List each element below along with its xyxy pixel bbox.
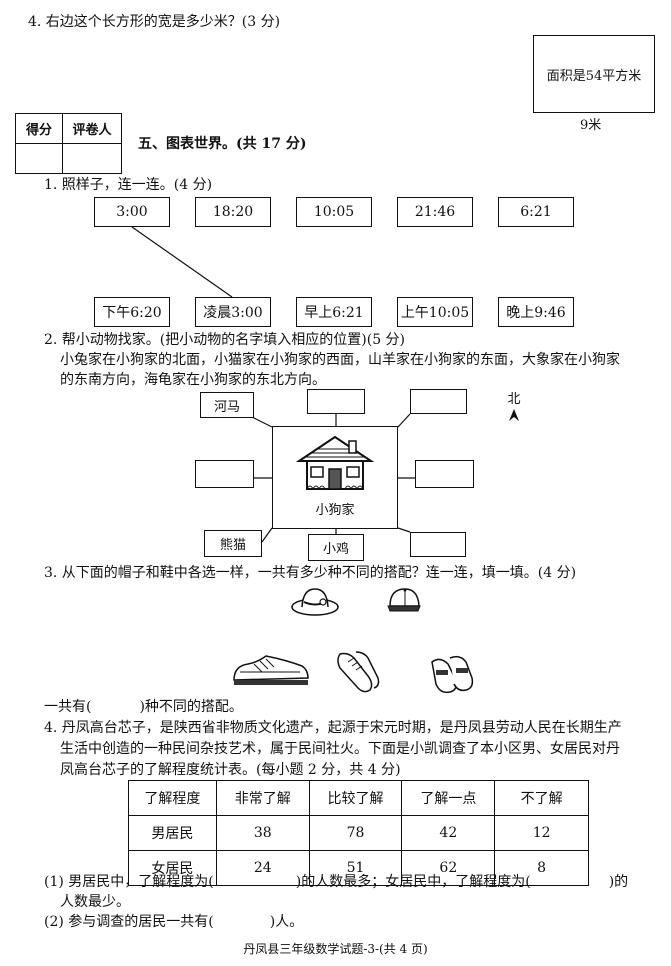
- grader-cell[interactable]: [62, 143, 122, 174]
- table-cell: 女居民: [128, 850, 217, 886]
- q3-answer-prefix: 一共有(: [44, 699, 92, 715]
- survey-table: 了解程度 非常了解 比较了解 了解一点 不了解 男居民 38 78 42 12 …: [128, 780, 589, 886]
- q4-text-line3: 凤高台芯子的了解程度统计表。(每小题 2 分，共 4 分): [60, 762, 401, 778]
- q3-question: 3. 从下面的帽子和鞋中各选一样，一共有多少种不同的搭配？连一连，填一填。(4 …: [44, 565, 577, 581]
- rectangle-figure: 面积是54平方米: [533, 35, 655, 113]
- shoes-pair-3-icon: [431, 655, 474, 694]
- home-se-blank[interactable]: [410, 532, 466, 557]
- q2-question: 2. 帮小动物找家。(把小动物的名字填入相应的位置)(5 分): [44, 332, 406, 348]
- q4-sub2-prefix: (2) 参与调查的居民一共有(: [44, 914, 214, 930]
- rectangle-area-label: 面积是54平方米: [546, 68, 642, 84]
- cap-icon: [387, 588, 421, 612]
- center-label: 小狗家: [315, 503, 355, 518]
- q1-example-line: [131, 226, 233, 298]
- time-box-4: 21:46: [397, 197, 473, 227]
- table-cell: 12: [494, 815, 589, 851]
- table-cell: 62: [401, 850, 496, 886]
- time-value: 6:21: [520, 204, 552, 220]
- time-label: 早上6:21: [304, 305, 364, 321]
- north-label: 北: [507, 392, 521, 407]
- q3-answer-line: 一共有( )种不同的搭配。: [44, 697, 243, 717]
- time-value: 18:20: [212, 204, 254, 220]
- score-table: 得分 评卷人: [15, 113, 122, 174]
- time-label: 凌晨3:00: [203, 305, 263, 321]
- home-ne-blank[interactable]: [410, 389, 467, 414]
- animal-name: 熊猫: [219, 538, 246, 553]
- time-box-1: 3:00: [94, 197, 170, 227]
- table-header-row: 了解程度 非常了解 比较了解 了解一点 不了解: [128, 780, 589, 816]
- q4-top-question: 4. 右边这个长方形的宽是多少米？(3 分): [28, 14, 281, 30]
- dog-home-center: 小狗家: [272, 426, 398, 529]
- home-nw: 河马: [200, 392, 254, 418]
- north-indicator: 北: [504, 388, 524, 426]
- table-header: 了解程度: [128, 780, 217, 816]
- q4-sub2-line: (2) 参与调查的居民一共有( )人。: [44, 912, 303, 932]
- time-box-2: 18:20: [195, 197, 271, 227]
- animal-name: 小鸡: [322, 542, 349, 557]
- table-cell: 78: [308, 815, 403, 851]
- q2-text-line1: 小兔家在小狗家的北面，小猫家在小狗家的西面，山羊家在小狗家的东面，大象家在小狗家: [60, 352, 620, 368]
- table-cell: 8: [494, 850, 589, 886]
- direction-connectors: [251, 413, 415, 543]
- shoes-pair-1-icon: [233, 655, 309, 685]
- table-cell: 51: [308, 850, 403, 886]
- house-icon: [295, 435, 375, 491]
- shoes-pair-2-icon: [337, 651, 380, 693]
- label-box-4: 上午10:05: [397, 297, 473, 327]
- home-s: 小鸡: [308, 534, 364, 561]
- north-arrow-icon: [509, 409, 519, 421]
- time-label: 下午6:20: [102, 305, 162, 321]
- q4-sub1-line1: (1) 男居民中，了解程度为( )的人数最多；女居民中，了解程度为( )的: [44, 872, 628, 892]
- animal-name: 河马: [213, 399, 240, 415]
- q4-sub1-prefix: (1) 男居民中，了解程度为(: [44, 874, 214, 890]
- label-box-1: 下午6:20: [94, 297, 170, 327]
- grader-header: 评卷人: [62, 113, 122, 144]
- sun-hat-icon: [291, 588, 339, 616]
- table-header: 不了解: [494, 780, 589, 816]
- table-cell: 24: [215, 850, 310, 886]
- q2-text-line2: 的东南方向，海龟家在小狗家的东北方向。: [60, 372, 326, 388]
- table-cell: 38: [215, 815, 310, 851]
- home-e-blank[interactable]: [415, 460, 474, 488]
- home-n-blank[interactable]: [307, 389, 365, 414]
- label-box-2: 凌晨3:00: [195, 297, 271, 327]
- home-sw: 熊猫: [204, 530, 262, 557]
- q3-answer-suffix: )种不同的搭配。: [139, 699, 243, 715]
- time-box-5: 6:21: [498, 197, 574, 227]
- table-row: 男居民 38 78 42 12: [128, 815, 589, 851]
- table-header: 比较了解: [308, 780, 403, 816]
- q1-question: 1. 照样子，连一连。(4 分): [44, 177, 213, 193]
- label-box-3: 早上6:21: [296, 297, 372, 327]
- rectangle-width-label: 9米: [580, 118, 602, 133]
- q4-sub2-suffix: )人。: [269, 914, 304, 930]
- time-label: 晚上9:46: [506, 305, 566, 321]
- q4-text-line2: 生活中创造的一种民间杂技艺术，属于民间社火。下面是小凯调查了本小区男、女居民对丹: [60, 741, 620, 757]
- page-footer: 丹凤县三年级数学试题-3-(共 4 页): [243, 942, 428, 956]
- table-cell: 42: [401, 815, 496, 851]
- home-w-blank[interactable]: [195, 460, 254, 488]
- section-title: 五、图表世界。(共 17 分): [138, 136, 307, 152]
- time-value: 10:05: [313, 204, 355, 220]
- label-box-5: 晚上9:46: [498, 297, 574, 327]
- time-value: 21:46: [414, 204, 456, 220]
- table-header: 非常了解: [215, 780, 310, 816]
- time-box-3: 10:05: [296, 197, 372, 227]
- q4-sub1-suffix: )的: [608, 874, 629, 890]
- q4-sub1-line2: 人数最少。: [60, 894, 130, 910]
- table-header: 了解一点: [401, 780, 496, 816]
- time-label: 上午10:05: [400, 305, 470, 321]
- q4-text-line1: 4. 丹凤高台芯子，是陕西省非物质文化遗产，起源于宋元时期，是丹凤县劳动人民在长…: [44, 720, 622, 736]
- table-cell: 男居民: [128, 815, 217, 851]
- q4-sub1-middle: )的人数最多；女居民中，了解程度为(: [295, 874, 531, 890]
- table-row: 女居民 24 51 62 8: [128, 850, 589, 886]
- time-value: 3:00: [116, 204, 148, 220]
